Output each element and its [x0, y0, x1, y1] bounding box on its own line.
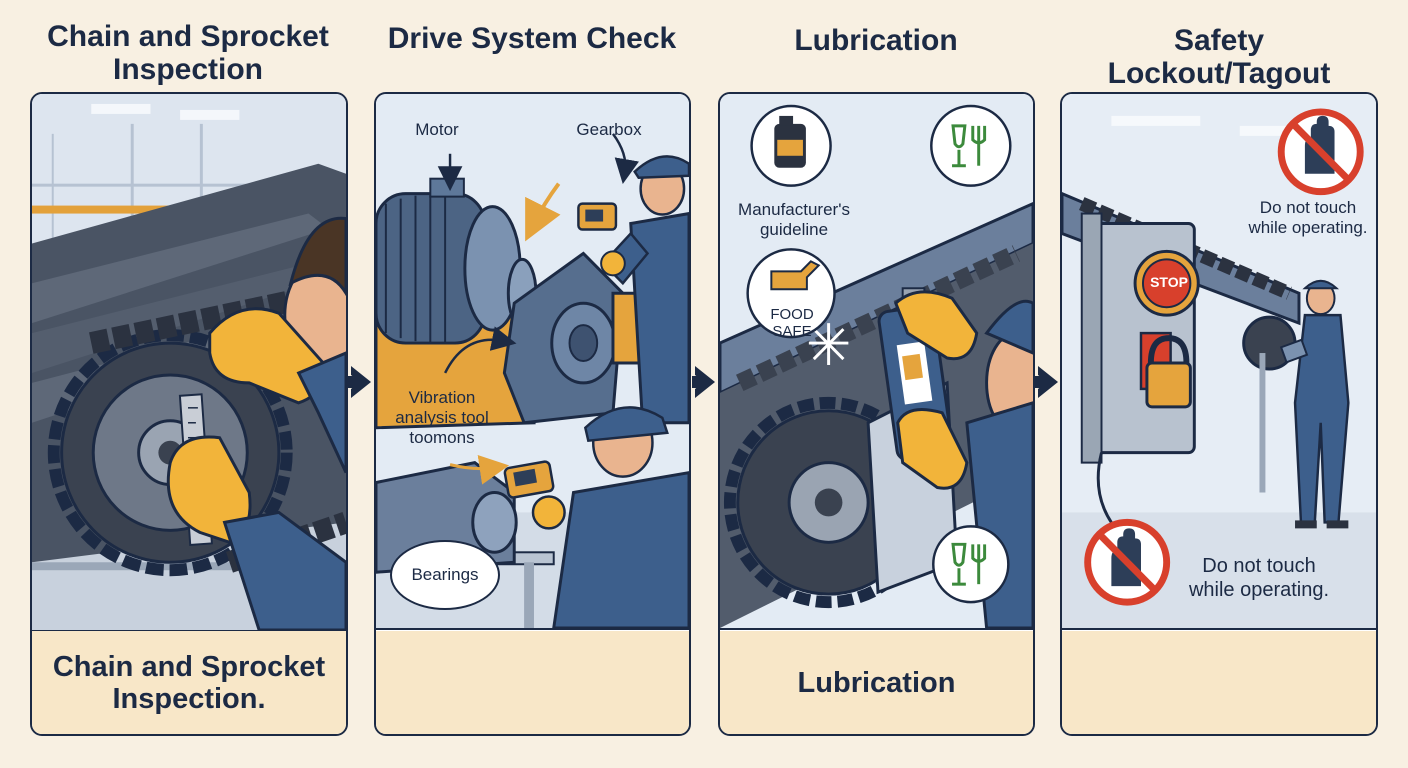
warning-do-not-touch-top: Do not touch while operating.: [1248, 198, 1368, 237]
title-safety-lockout: Safety Lockout/Tagout: [1107, 24, 1331, 90]
label-motor: Motor: [415, 120, 459, 139]
panel-safety-lockout: STOP Do not touch while operating. Do no…: [1060, 92, 1378, 736]
label-bearings-bubble: Bearings: [390, 540, 500, 610]
panel-drive-system-check: Motor Gearbox Vibration analysis tool to…: [374, 92, 691, 736]
lubrication-scene: [720, 94, 1033, 630]
arrow-right-icon: [1035, 366, 1058, 398]
label-stop-button: STOP: [1150, 274, 1188, 290]
panel-chain-inspection: Chain and Sprocket Inspection.: [30, 92, 348, 736]
label-bearings: Bearings: [411, 565, 479, 584]
footer-lubrication: Lubrication: [720, 631, 1033, 734]
label-gearbox: Gearbox: [576, 120, 642, 139]
label-manufacturer-guideline: Manufacturer's guideline: [738, 200, 850, 239]
drive-system-scene: [376, 94, 689, 630]
label-vibration-tool: Vibration analysis tool toomons: [395, 388, 489, 447]
title-drive-system-check: Drive System Check: [387, 22, 677, 55]
title-lubrication: Lubrication: [794, 24, 958, 57]
panel-lubrication: Lubrication Manufacturer's guideline FOO…: [718, 92, 1035, 736]
warning-do-not-touch-bottom: Do not touch while operating.: [1188, 555, 1330, 601]
footer-drive-system: [376, 631, 689, 734]
footer-chain-inspection: Chain and Sprocket Inspection.: [32, 631, 346, 734]
title-chain-inspection: Chain and Sprocket Inspection: [47, 20, 329, 86]
arrow-right-icon: [348, 366, 371, 398]
safety-lockout-scene: [1062, 94, 1376, 630]
arrow-right-icon: [692, 366, 715, 398]
chain-inspection-scene: [32, 94, 346, 632]
footer-safety-lockout: [1062, 631, 1376, 734]
label-food-safe: FOOD SAFE: [770, 306, 814, 340]
